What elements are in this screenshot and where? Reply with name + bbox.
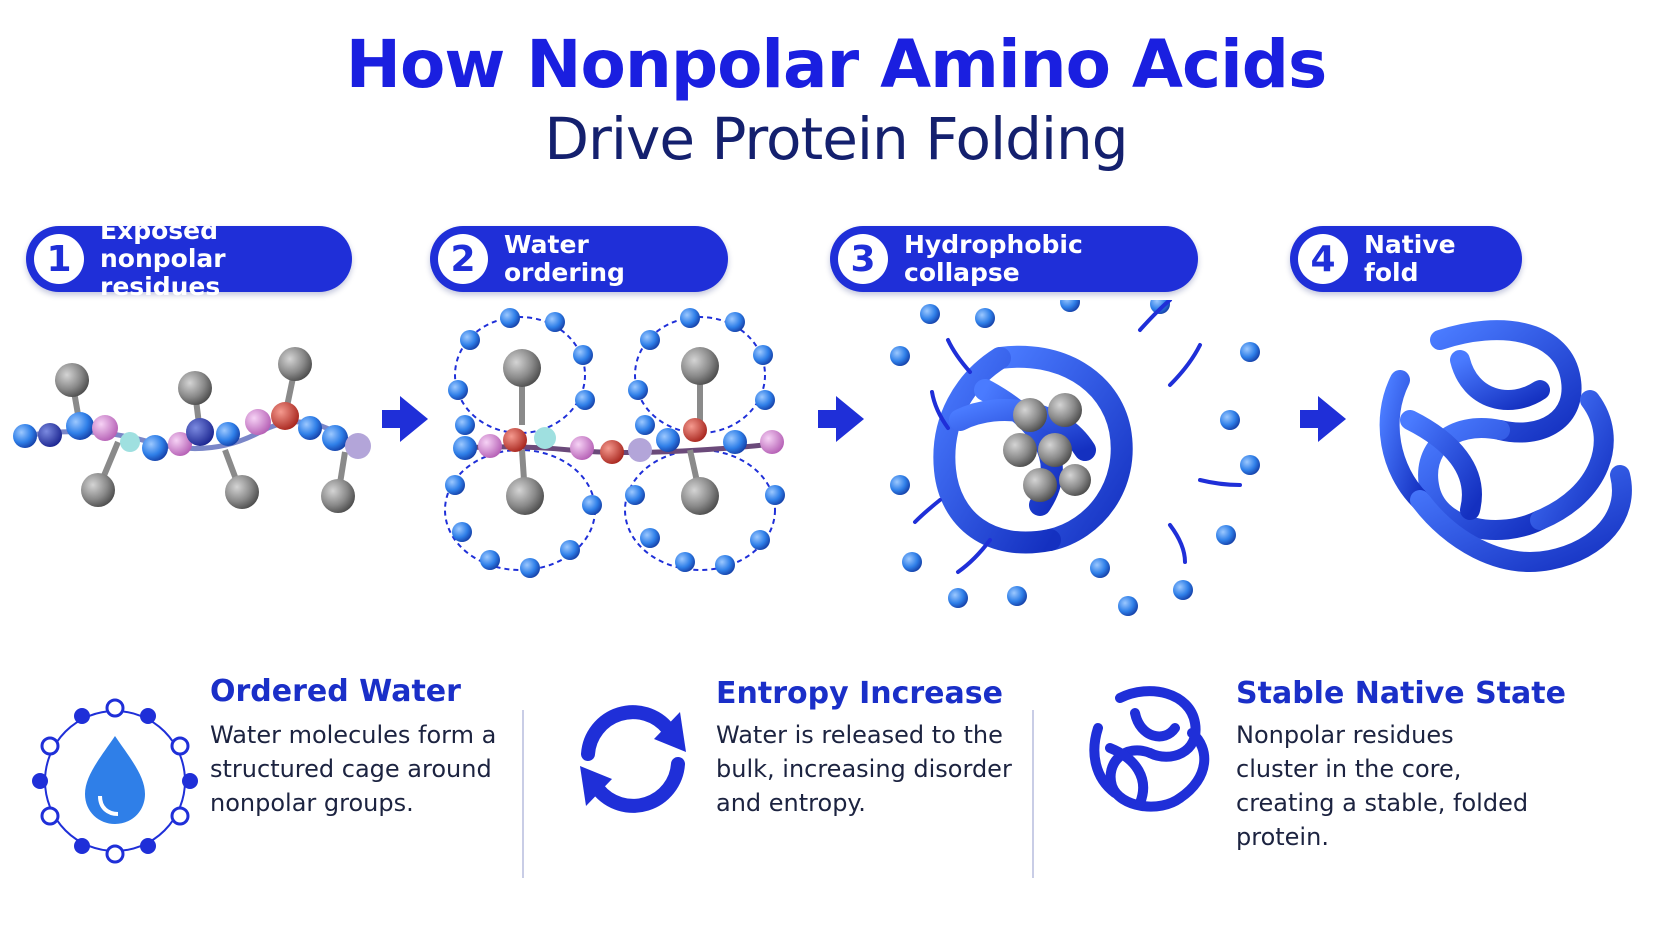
- scene-1-unfolded-chain: [13, 347, 371, 513]
- step-3-pill: 3 Hydrophobic collapse: [830, 226, 1198, 292]
- step-1-number: 1: [34, 234, 84, 284]
- scene-3-hydrophobic-collapse: [890, 300, 1260, 616]
- step-4-label: Native fold: [1364, 230, 1456, 287]
- scene-4-native-fold: [1379, 320, 1632, 572]
- feature-entropy-increase: Entropy Increase Water is released to th…: [568, 676, 1028, 900]
- arrow-3-icon: [1300, 396, 1346, 442]
- divider-1: [522, 710, 524, 878]
- title-line-1: How Nonpolar Amino Acids: [345, 26, 1328, 103]
- step-2-number: 2: [438, 234, 488, 284]
- step-1-label: Exposed nonpolar residues: [100, 217, 328, 301]
- step-1-label-line-2: residues: [100, 272, 221, 301]
- step-1-label-line-1: Exposed nonpolar: [100, 216, 226, 273]
- step-2-label: Water ordering: [504, 230, 625, 287]
- folding-illustration: [13, 300, 1632, 616]
- title-line-2: Drive Protein Folding: [544, 105, 1128, 173]
- water-drop-cage-icon: [32, 698, 198, 864]
- divider-2: [1032, 710, 1034, 878]
- feature-text-ordered-water: Water molecules form a structured cage a…: [210, 721, 497, 817]
- protein-ribbon-icon: [1089, 686, 1210, 812]
- feature-stable-native-state: Stable Native State Nonpolar residues cl…: [1080, 676, 1640, 900]
- arrow-2-icon: [818, 396, 864, 442]
- step-3-label: Hydrophobic collapse: [904, 230, 1083, 287]
- scene-2-water-cages: [444, 308, 785, 578]
- step-4-number: 4: [1298, 234, 1348, 284]
- cycle-arrows-icon: [580, 705, 686, 813]
- feature-ordered-water: Ordered Water Water molecules form a str…: [30, 674, 510, 900]
- feature-title-entropy-increase: Entropy Increase: [716, 676, 1003, 711]
- feature-text-entropy-increase: Water is released to the bulk, increasin…: [716, 721, 1012, 817]
- step-4-pill: 4 Native fold: [1290, 226, 1522, 292]
- features-section: Ordered Water Water molecules form a str…: [0, 674, 1672, 900]
- step-1-pill: 1 Exposed nonpolar residues: [26, 217, 352, 301]
- arrow-1-icon: [382, 396, 428, 442]
- feature-text-stable-native-state: Nonpolar residues cluster in the core, c…: [1236, 721, 1529, 851]
- feature-title-ordered-water: Ordered Water: [210, 674, 461, 709]
- step-2-pill: 2 Water ordering: [430, 226, 728, 292]
- step-3-number: 3: [838, 234, 888, 284]
- feature-title-stable-native-state: Stable Native State: [1236, 676, 1566, 711]
